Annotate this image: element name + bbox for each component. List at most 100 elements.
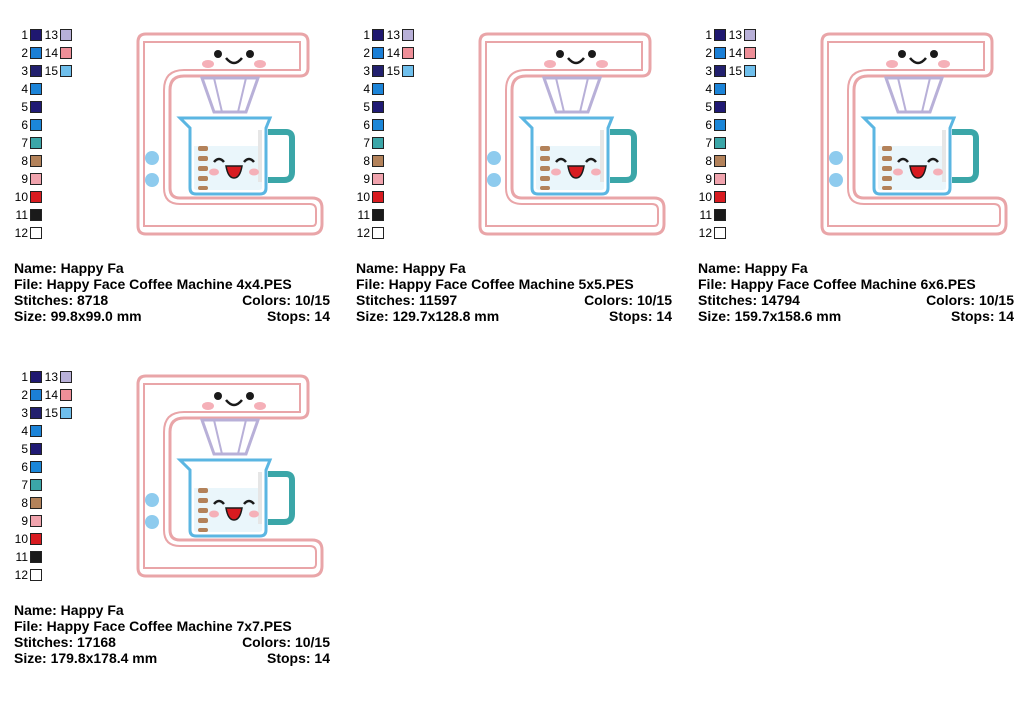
thread-number: 12	[14, 226, 28, 240]
thread-number: 13	[386, 28, 400, 42]
carafe-blush-left	[209, 510, 219, 518]
measure-mark	[882, 166, 892, 171]
design-stops: Stops: 14	[266, 308, 330, 324]
design-stitches: Stitches: 8718	[14, 292, 109, 308]
coffee-machine-embroidery-art	[136, 374, 324, 578]
side-button-top	[145, 493, 159, 507]
design-preview	[118, 370, 330, 580]
machine-eye-left	[556, 50, 564, 58]
carafe-eye-right	[243, 499, 255, 505]
thread-number: 10	[14, 190, 28, 204]
design-size-line: Size: 99.8x99.0 mm Stops: 14	[14, 308, 330, 324]
thread-number: 6	[21, 118, 28, 132]
side-button-top	[487, 151, 501, 165]
thread-number: 11	[15, 550, 28, 564]
machine-inner-outline	[143, 383, 317, 569]
design-name-line: Name: Happy Fa	[356, 260, 672, 276]
thread-color-swatch	[744, 65, 756, 77]
thread-number: 15	[728, 64, 742, 78]
measure-mark	[540, 176, 550, 181]
machine-body-outline	[478, 32, 666, 236]
thread-number: 15	[44, 406, 58, 420]
thread-color-swatch	[372, 83, 384, 95]
thread-color-swatch	[714, 101, 726, 113]
thread-number: 5	[21, 100, 28, 114]
machine-blush-left	[202, 402, 214, 410]
coffee-machine-embroidery-art	[136, 32, 324, 236]
design-stops: Stops: 14	[608, 308, 672, 324]
thread-number: 1	[705, 28, 712, 42]
design-file: File: Happy Face Coffee Machine 5x5.PES	[356, 276, 634, 292]
machine-blush-right	[254, 60, 266, 68]
thread-color-swatch	[372, 227, 384, 239]
thread-number: 11	[699, 208, 712, 222]
design-file: File: Happy Face Coffee Machine 6x6.PES	[698, 276, 976, 292]
thread-number: 10	[14, 532, 28, 546]
side-button-bottom	[487, 173, 501, 187]
thread-number: 10	[698, 190, 712, 204]
thread-number: 8	[21, 154, 28, 168]
thread-number: 1	[363, 28, 370, 42]
thread-color-swatch	[30, 407, 42, 419]
machine-eye-right	[246, 392, 254, 400]
measure-mark	[882, 186, 892, 190]
thread-number: 10	[356, 190, 370, 204]
thread-color-swatch	[30, 461, 42, 473]
thread-number: 9	[21, 514, 28, 528]
thread-color-swatch	[60, 389, 72, 401]
thread-color-swatch	[744, 47, 756, 59]
carafe-blush-right	[249, 510, 259, 518]
machine-body-outline	[820, 32, 1008, 236]
design-size: Size: 99.8x99.0 mm	[14, 308, 142, 324]
design-name: Name: Happy Fa	[14, 602, 124, 618]
design-stitches: Stitches: 14794	[698, 292, 800, 308]
thread-color-swatch	[30, 65, 42, 77]
thread-color-swatch	[30, 119, 42, 131]
carafe-eye-left	[555, 157, 567, 163]
thread-color-swatch	[30, 533, 42, 545]
design-name: Name: Happy Fa	[356, 260, 466, 276]
filter-funnel	[199, 76, 261, 114]
side-button-bottom	[145, 515, 159, 529]
thread-color-swatch	[30, 191, 42, 203]
machine-inner-outline	[827, 41, 1001, 227]
machine-smile	[225, 57, 243, 65]
thread-number: 12	[14, 568, 28, 582]
thread-number: 15	[386, 64, 400, 78]
measure-mark	[198, 498, 208, 503]
measure-mark	[198, 528, 208, 532]
thread-number: 3	[705, 64, 712, 78]
thread-number: 4	[705, 82, 712, 96]
thread-number: 14	[44, 46, 58, 60]
thread-color-swatch	[30, 173, 42, 185]
measure-mark	[198, 186, 208, 190]
thread-number: 15	[44, 64, 58, 78]
thread-number: 11	[15, 208, 28, 222]
thread-color-swatch	[60, 65, 72, 77]
measure-mark	[198, 166, 208, 171]
design-name: Name: Happy Fa	[698, 260, 808, 276]
thread-number: 1	[21, 370, 28, 384]
design-file-line: File: Happy Face Coffee Machine 7x7.PES	[14, 618, 330, 634]
carafe-mouth	[225, 165, 243, 179]
side-button-top	[829, 151, 843, 165]
thread-number: 12	[356, 226, 370, 240]
thread-color-swatch	[60, 371, 72, 383]
measure-mark	[882, 156, 892, 161]
thread-color-swatch	[372, 209, 384, 221]
thread-number: 12	[698, 226, 712, 240]
thread-color-swatch	[30, 83, 42, 95]
machine-blush-right	[254, 402, 266, 410]
thread-number: 8	[363, 154, 370, 168]
carafe-eye-left	[213, 499, 225, 505]
thread-number: 5	[21, 442, 28, 456]
thread-color-swatch	[60, 407, 72, 419]
thread-number: 7	[363, 136, 370, 150]
carafe-blush-right	[249, 168, 259, 176]
